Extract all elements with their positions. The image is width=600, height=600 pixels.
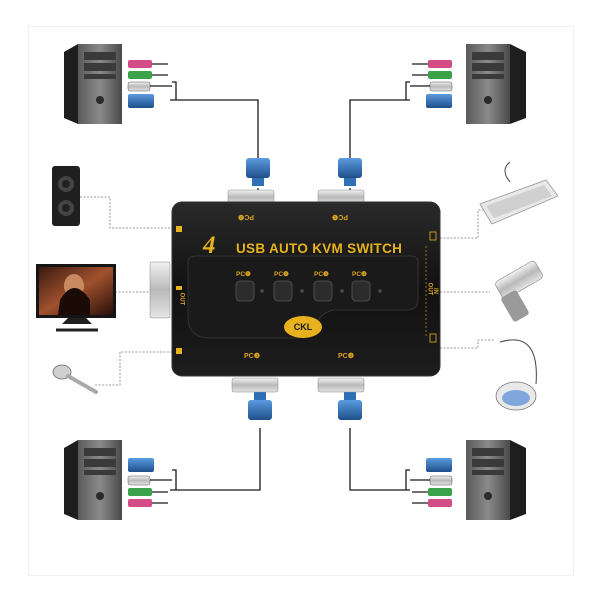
button-pc1-label: PC❶ bbox=[236, 271, 251, 278]
pc-top-left-connectors bbox=[127, 60, 172, 108]
port-label-bottom-left: PC❸ bbox=[244, 353, 260, 360]
lead-speaker bbox=[80, 196, 172, 229]
cable-pc-top-left-2 bbox=[172, 81, 177, 100]
cable-pc-bottom-right-2 bbox=[405, 469, 410, 490]
cable-pc-bottom-right bbox=[349, 428, 410, 491]
pc-top-left bbox=[64, 44, 122, 124]
port-label-top-left: PC❷ bbox=[238, 213, 254, 220]
button-pc1 bbox=[235, 280, 255, 302]
keyboard-icon bbox=[479, 161, 559, 225]
pc-top-right-connectors bbox=[410, 60, 453, 108]
pc-bottom-right bbox=[466, 440, 526, 520]
cable-pc-bottom-left-2 bbox=[172, 469, 177, 490]
vga-plug-top-right bbox=[338, 158, 362, 186]
pc-top-right bbox=[466, 44, 526, 124]
cable-pc-top-right bbox=[349, 99, 410, 158]
microphone-icon bbox=[52, 364, 98, 394]
pc-bottom-left bbox=[64, 440, 122, 520]
side-label-out-left: OUT bbox=[178, 292, 185, 306]
brand-logo bbox=[284, 316, 322, 338]
vga-plug-bottom-right bbox=[338, 392, 362, 420]
speaker-icon bbox=[52, 166, 80, 226]
button-pc3-label: PC❸ bbox=[314, 271, 329, 278]
kvm-switch-box bbox=[149, 189, 441, 393]
lead-mouse bbox=[440, 339, 495, 349]
cable-pc-top-left bbox=[170, 99, 259, 158]
led-pc3 bbox=[340, 289, 344, 293]
led-pc2 bbox=[300, 289, 304, 293]
pc-bottom-left-connectors bbox=[127, 458, 172, 507]
kvm-number-4: 4 bbox=[203, 232, 216, 259]
usb-flash-drive-icon bbox=[495, 261, 543, 322]
button-pc4-label: PC❹ bbox=[352, 271, 367, 278]
button-pc3 bbox=[313, 280, 333, 302]
button-pc2-label: PC❷ bbox=[274, 271, 289, 278]
button-pc2 bbox=[273, 280, 293, 302]
side-label-in-right: IN bbox=[432, 288, 438, 294]
port-label-top-right: PC❶ bbox=[332, 213, 348, 220]
mouse-icon bbox=[495, 339, 537, 411]
cable-pc-bottom-left bbox=[170, 428, 261, 491]
led-pc1 bbox=[260, 289, 264, 293]
vga-plug-bottom-left bbox=[248, 392, 272, 420]
vga-plug-top-left bbox=[246, 158, 270, 186]
pc-bottom-right-connectors bbox=[410, 458, 453, 507]
lead-microphone bbox=[95, 351, 172, 386]
brand-name: CKL bbox=[293, 322, 313, 332]
monitor-icon bbox=[36, 264, 116, 332]
led-pc4 bbox=[378, 289, 382, 293]
cable-pc-top-right-2 bbox=[405, 81, 410, 100]
diagram-frame bbox=[28, 26, 574, 576]
button-pc4 bbox=[351, 280, 371, 302]
port-label-bottom-right: PC❹ bbox=[338, 353, 354, 360]
kvm-title: USB AUTO KVM SWITCH bbox=[236, 241, 403, 256]
